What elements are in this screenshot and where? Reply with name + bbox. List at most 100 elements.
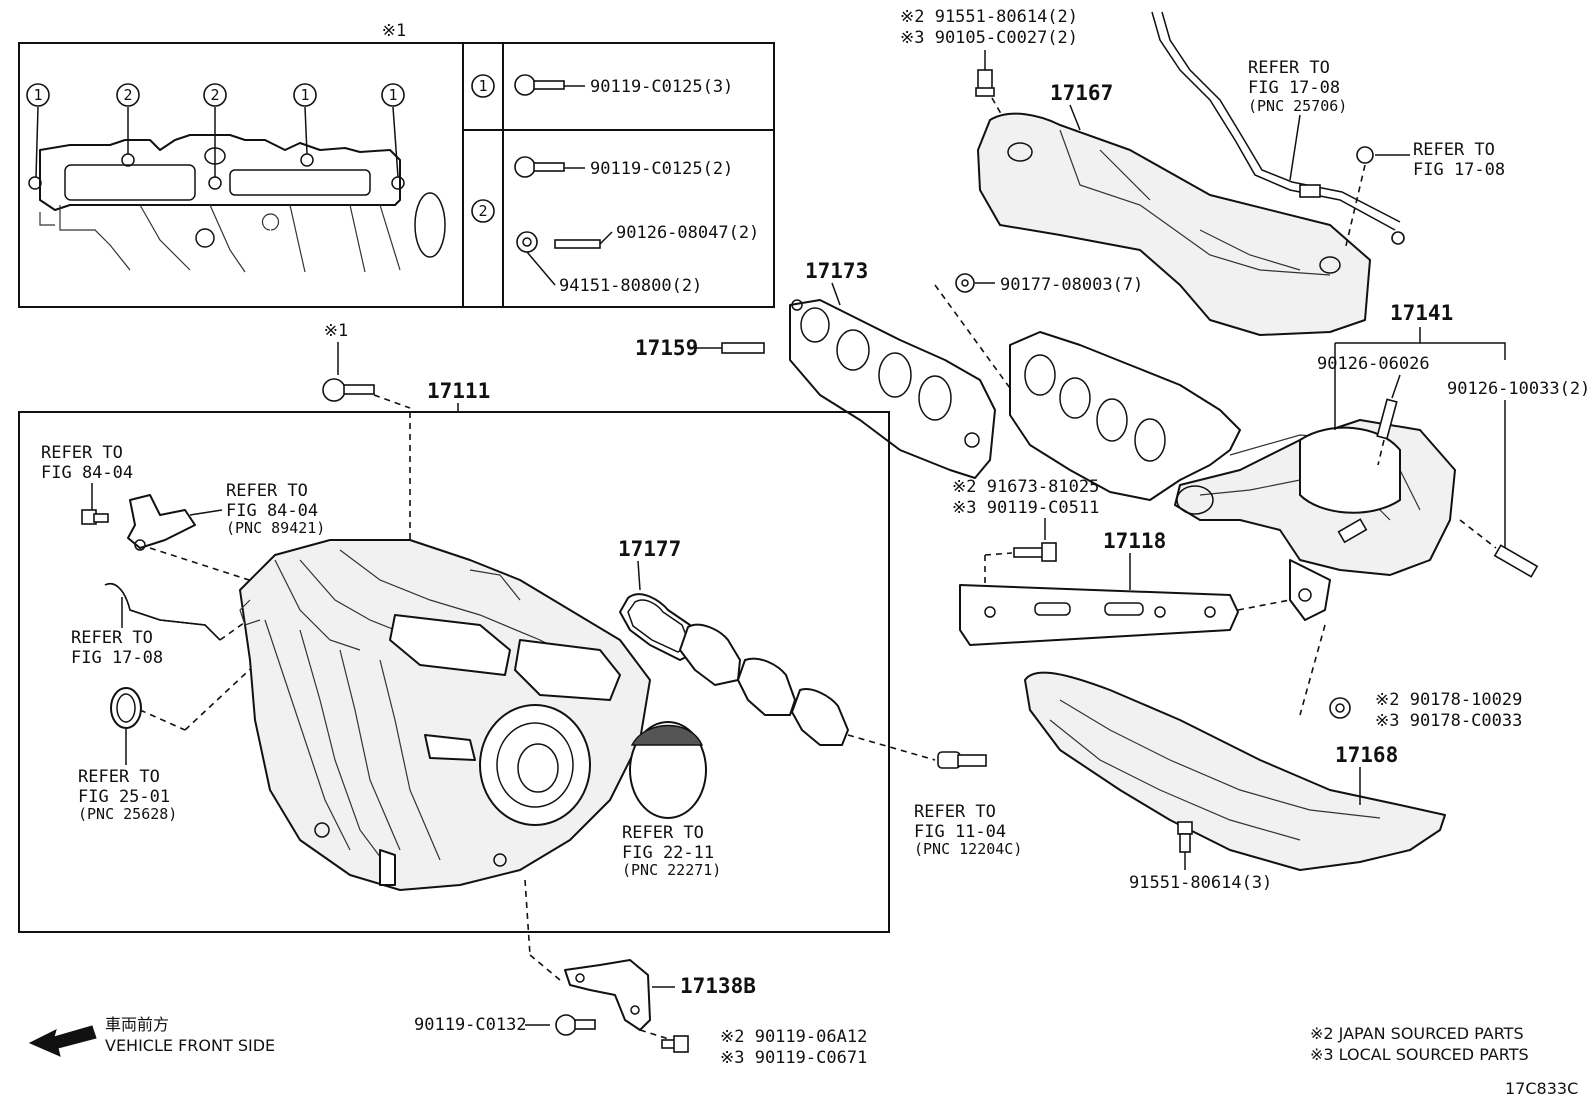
svg-text:※2 90178-10029: ※2 90178-10029	[1375, 690, 1522, 710]
part-number: 90119-C0125(3)	[590, 77, 733, 97]
part-label-17167: 17167	[1050, 81, 1113, 105]
part-number: 90119-C0125(2)	[590, 159, 733, 179]
stud-90126-06026: 90126-06026	[1317, 354, 1430, 466]
exhaust-gasket-17173: 17173	[789, 259, 996, 479]
sensor-refer-84-04: REFER TO FIG 84-04 REFER TO FIG 84-04 (P…	[41, 443, 325, 591]
heat-insulator-17168: 17168	[1024, 671, 1446, 871]
part-number: 90119-C0132	[414, 1015, 527, 1035]
inset-callouts: 1 2 2 1 1	[26, 83, 405, 178]
refer-label: REFER TO	[1413, 140, 1495, 160]
svg-text:1: 1	[33, 86, 42, 104]
refer-label: REFER TO	[226, 481, 308, 501]
legend-local: ※3 LOCAL SOURCED PARTS	[1310, 1045, 1529, 1064]
callout-circle: 2	[203, 83, 227, 107]
svg-text:1: 1	[388, 86, 397, 104]
svg-text:※3 90119-C0671: ※3 90119-C0671	[720, 1048, 867, 1068]
svg-text:※3 90105-C0027(2): ※3 90105-C0027(2)	[900, 28, 1078, 48]
part-number: 91551-80614(3)	[1129, 873, 1272, 893]
refer-label: FIG 17-08	[1413, 160, 1505, 180]
refer-label: REFER TO	[1248, 58, 1330, 78]
refer-label: REFER TO	[78, 767, 160, 787]
plug-refer-11-04: REFER TO FIG 11-04 (PNC 12204C)	[847, 734, 1022, 858]
bolt-icon	[81, 509, 109, 525]
gasket-refer-22-11: REFER TO FIG 22-11 (PNC 22271)	[622, 721, 721, 879]
refer-label: REFER TO	[622, 823, 704, 843]
exhaust-manifold-17141: 17141	[1009, 301, 1506, 621]
intake-gasket-17177: 17177	[618, 537, 849, 746]
stud-90126-10033: 90126-10033(2)	[1447, 379, 1590, 578]
refer-label: (PNC 12204C)	[914, 840, 1022, 858]
svg-text:1: 1	[300, 86, 309, 104]
callout-circle: 1	[26, 83, 50, 107]
refer-17-08-clip: REFER TO FIG 17-08	[1344, 140, 1505, 251]
bolt-icon	[514, 156, 565, 178]
svg-text:※2 90119-06A12: ※2 90119-06A12	[720, 1027, 867, 1047]
bolt-icon	[1177, 821, 1193, 853]
nut-90178: ※2 90178-10029 ※3 90178-C0033	[1299, 624, 1522, 731]
stud-17159: 17159	[635, 336, 765, 360]
svg-text:2: 2	[210, 86, 219, 104]
refer-label: FIG 84-04	[226, 501, 318, 521]
legend-japan: ※2 JAPAN SOURCED PARTS	[1310, 1024, 1524, 1043]
stud-icon	[554, 239, 601, 249]
front-label-en: VEHICLE FRONT SIDE	[105, 1036, 275, 1055]
nut-90177: 90177-08003(7)	[934, 273, 1143, 396]
vehicle-front-indicator: 車両前方 VEHICLE FRONT SIDE	[28, 1015, 275, 1057]
ring-refer-25-01: REFER TO FIG 25-01 (PNC 25628)	[78, 659, 261, 823]
inset-panel: ※1	[18, 21, 775, 308]
refer-label: REFER TO	[71, 628, 153, 648]
part-label-17118: 17118	[1103, 529, 1166, 553]
part-number: 94151-80800(2)	[559, 276, 702, 296]
bolt-90119-06a12: ※2 90119-06A12 ※3 90119-C0671	[639, 1027, 867, 1068]
bolt-91551-80614-3: 91551-80614(3)	[1129, 821, 1272, 893]
refer-label: (PNC 25628)	[78, 805, 177, 823]
figure-code: 17C833C	[1505, 1079, 1578, 1098]
bolt-90119-c0511: ※2 91673-81025 ※3 90119-C0511	[952, 477, 1099, 585]
part-label-17159: 17159	[635, 336, 698, 360]
bracket-17138b: 17138B	[564, 959, 756, 1031]
nut-icon	[516, 231, 538, 253]
arrow-left-icon	[28, 1025, 97, 1057]
intake-frame	[18, 411, 890, 933]
callout-circle: 2	[116, 83, 140, 107]
refer-label: FIG 84-04	[41, 463, 133, 483]
refer-label: FIG 25-01	[78, 787, 170, 807]
refer-label: (PNC 25706)	[1248, 97, 1347, 115]
bolt-icon	[555, 1014, 596, 1036]
inset-legend-row-2: 2 90119-C0125(2) 90126-08047(2) 94151-80…	[471, 156, 759, 296]
refer-label: REFER TO	[41, 443, 123, 463]
part-number: 90126-10033(2)	[1447, 379, 1590, 399]
svg-text:1: 1	[478, 77, 487, 95]
part-label-17141: 17141	[1390, 301, 1453, 325]
svg-text:※3 90119-C0511: ※3 90119-C0511	[952, 498, 1099, 518]
front-label-jp: 車両前方	[105, 1015, 169, 1034]
bolt-icon	[975, 69, 995, 97]
part-label-17173: 17173	[805, 259, 868, 283]
refer-label: FIG 11-04	[914, 822, 1006, 842]
svg-text:※2 91551-80614(2): ※2 91551-80614(2)	[900, 7, 1078, 27]
svg-text:2: 2	[478, 202, 487, 220]
refer-label: FIG 17-08	[71, 648, 163, 668]
nut-icon	[1329, 697, 1351, 719]
bolt-icon	[661, 1035, 689, 1053]
svg-text:※3 90178-C0033: ※3 90178-C0033	[1375, 711, 1522, 731]
inset-legend-row-1: 1 90119-C0125(3)	[471, 74, 733, 98]
nut-icon	[955, 273, 975, 293]
inset-title: ※1	[382, 21, 406, 41]
sourcing-legend: ※2 JAPAN SOURCED PARTS ※3 LOCAL SOURCED …	[1310, 1024, 1529, 1064]
svg-text:※2 91673-81025: ※2 91673-81025	[952, 477, 1099, 497]
refer-label: FIG 17-08	[1248, 78, 1340, 98]
bolt-icon	[1013, 542, 1057, 562]
callout-circle: 1	[293, 83, 317, 107]
refer-label: REFER TO	[914, 802, 996, 822]
part-label-17111: 17111	[427, 379, 490, 403]
part-label-17177: 17177	[618, 537, 681, 561]
part-number: 90177-08003(7)	[1000, 275, 1143, 295]
part-label-17138b: 17138B	[680, 974, 756, 998]
part-number: 90126-08047(2)	[616, 223, 759, 243]
inset-manifold-sketch	[28, 134, 446, 273]
note-top-fastener: ※2 91551-80614(2) ※3 90105-C0027(2)	[900, 7, 1078, 141]
inset-frame	[18, 42, 775, 308]
part-number: 90126-06026	[1317, 354, 1430, 374]
